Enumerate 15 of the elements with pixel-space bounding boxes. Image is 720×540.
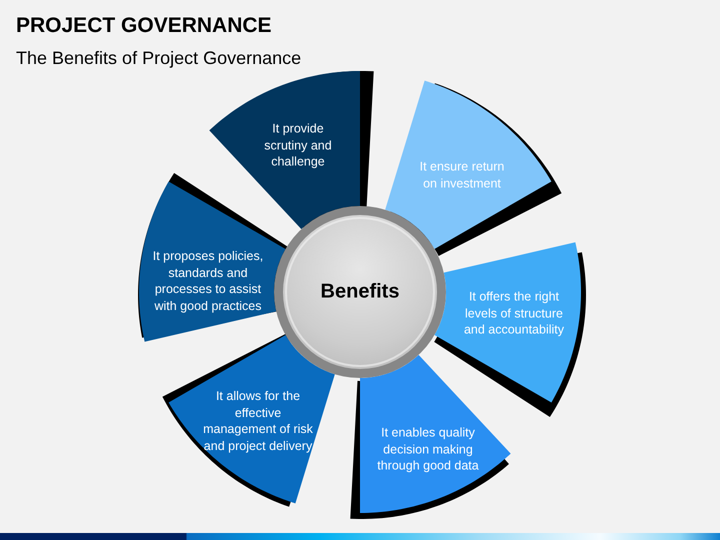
petal-segment (138, 173, 290, 342)
petal-segment (434, 242, 586, 417)
petal-text: It allows for the effective management of risk and project delivery (202, 388, 314, 454)
petal-text: It provide scrutiny and challenge (263, 120, 333, 170)
petal-text: It enables quality decision making through good data (376, 424, 480, 474)
petal-text: It offers the right levels of structure and accountability (462, 288, 566, 338)
petal-text: It proposes policies, standards and processes to assist with good practices (152, 248, 264, 314)
petal-segment (209, 71, 374, 231)
petal-segment (162, 334, 335, 507)
petal-segment (385, 80, 562, 256)
petal-segment (350, 354, 511, 519)
hub-label: Benefits (320, 280, 400, 304)
petal-text: It ensure return on investment (418, 158, 506, 192)
subtitle: The Benefits of Project Governance (16, 48, 302, 69)
title: PROJECT GOVERNANCE (16, 14, 272, 38)
